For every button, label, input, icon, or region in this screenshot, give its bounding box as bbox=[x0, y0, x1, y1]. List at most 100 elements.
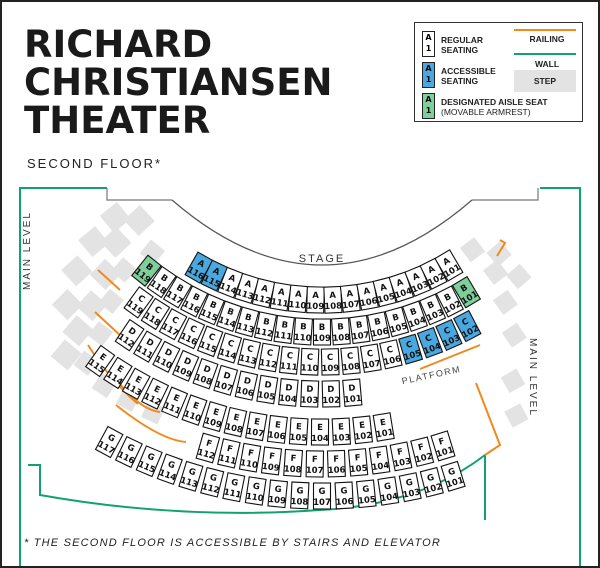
seat-G106[interactable]: G106 bbox=[334, 481, 354, 510]
seat-G111[interactable]: G111 bbox=[222, 472, 246, 503]
seat-E114[interactable]: E114 bbox=[103, 356, 133, 390]
seat-B103[interactable]: B103 bbox=[418, 293, 447, 326]
seat-D107[interactable]: D107 bbox=[213, 364, 239, 396]
seat-D109[interactable]: D109 bbox=[172, 349, 200, 382]
seat-G109[interactable]: G109 bbox=[267, 479, 289, 509]
seat-A101[interactable]: A101 bbox=[434, 249, 464, 282]
seat-E106[interactable]: E106 bbox=[266, 414, 288, 444]
seat-C106[interactable]: C106 bbox=[379, 339, 403, 370]
seat-E110[interactable]: E110 bbox=[181, 394, 208, 426]
seat-E102[interactable]: E102 bbox=[352, 415, 374, 445]
seat-C116[interactable]: C116 bbox=[177, 317, 206, 350]
seat-C111[interactable]: C111 bbox=[278, 345, 300, 375]
seat-E107[interactable]: E107 bbox=[245, 411, 268, 442]
seat-C104[interactable]: C104 bbox=[416, 326, 444, 359]
seat-A114[interactable]: A114 bbox=[217, 266, 244, 299]
seat-B102[interactable]: B102 bbox=[435, 285, 465, 318]
seat-C118[interactable]: C118 bbox=[140, 297, 171, 331]
seat-A110[interactable]: A110 bbox=[287, 284, 309, 314]
seat-B115[interactable]: B115 bbox=[197, 293, 226, 326]
seat-A109[interactable]: A109 bbox=[306, 286, 325, 314]
seat-D105[interactable]: D105 bbox=[256, 374, 279, 405]
seat-E108[interactable]: E108 bbox=[223, 406, 248, 438]
seat-F106[interactable]: F106 bbox=[326, 449, 346, 478]
seat-C115[interactable]: C115 bbox=[196, 325, 224, 358]
seat-A108[interactable]: A108 bbox=[323, 285, 343, 314]
seat-B111[interactable]: B111 bbox=[273, 314, 295, 345]
seat-D101[interactable]: D101 bbox=[342, 378, 363, 407]
seat-A116[interactable]: A116 bbox=[184, 251, 214, 284]
seat-B106[interactable]: B106 bbox=[366, 311, 391, 342]
seat-E101[interactable]: E101 bbox=[372, 412, 395, 442]
seat-E104[interactable]: E104 bbox=[310, 418, 330, 446]
seat-G105[interactable]: G105 bbox=[355, 479, 377, 509]
seat-G114[interactable]: G114 bbox=[156, 453, 183, 486]
seat-B109[interactable]: B109 bbox=[312, 318, 332, 346]
seat-B117[interactable]: B117 bbox=[162, 275, 193, 309]
seat-E113[interactable]: E113 bbox=[121, 367, 151, 401]
seat-C103[interactable]: C103 bbox=[435, 318, 463, 352]
seat-C107[interactable]: C107 bbox=[359, 343, 382, 373]
seat-A113[interactable]: A113 bbox=[234, 272, 260, 305]
seat-E105[interactable]: E105 bbox=[288, 417, 309, 446]
seat-B105[interactable]: B105 bbox=[384, 306, 410, 338]
seat-B114[interactable]: B114 bbox=[215, 300, 243, 332]
seat-B112[interactable]: B112 bbox=[253, 311, 278, 342]
seat-G104[interactable]: G104 bbox=[377, 476, 400, 506]
seat-D104[interactable]: D104 bbox=[278, 378, 299, 407]
seat-D108[interactable]: D108 bbox=[192, 357, 219, 390]
seat-E109[interactable]: E109 bbox=[202, 401, 228, 433]
seat-G103[interactable]: G103 bbox=[398, 472, 422, 503]
seat-F110[interactable]: F110 bbox=[238, 442, 262, 473]
seat-D102[interactable]: D102 bbox=[321, 380, 341, 408]
seat-C110[interactable]: C110 bbox=[300, 347, 320, 376]
seat-C112[interactable]: C112 bbox=[257, 342, 281, 373]
seat-D106[interactable]: D106 bbox=[234, 370, 259, 401]
seat-C105[interactable]: C105 bbox=[398, 333, 424, 365]
seat-E111[interactable]: E111 bbox=[161, 386, 189, 419]
seat-G115[interactable]: G115 bbox=[135, 445, 163, 478]
seat-B116[interactable]: B116 bbox=[179, 285, 209, 318]
seat-F109[interactable]: F109 bbox=[260, 446, 283, 476]
seat-F108[interactable]: F108 bbox=[283, 448, 304, 478]
seat-G101[interactable]: G101 bbox=[440, 460, 466, 492]
seat-B108[interactable]: B108 bbox=[330, 317, 351, 346]
seat-F103[interactable]: F103 bbox=[389, 441, 413, 472]
seat-A107[interactable]: A107 bbox=[339, 283, 361, 313]
seat-A115[interactable]: A115 bbox=[200, 259, 229, 292]
seat-C102[interactable]: C102 bbox=[452, 309, 482, 343]
seat-F101[interactable]: F101 bbox=[430, 430, 456, 462]
seat-F111[interactable]: F111 bbox=[217, 438, 241, 469]
seat-A111[interactable]: A111 bbox=[269, 281, 292, 312]
seat-F105[interactable]: F105 bbox=[347, 448, 369, 477]
seat-D110[interactable]: D110 bbox=[152, 340, 181, 373]
seat-G116[interactable]: G116 bbox=[114, 435, 143, 469]
seat-G110[interactable]: G110 bbox=[244, 476, 267, 506]
seat-D103[interactable]: D103 bbox=[300, 379, 320, 408]
seat-E103[interactable]: E103 bbox=[331, 417, 352, 446]
seat-D111[interactable]: D111 bbox=[133, 330, 163, 363]
seat-C113[interactable]: C113 bbox=[237, 338, 262, 369]
seat-F104[interactable]: F104 bbox=[368, 445, 391, 475]
seat-F112[interactable]: F112 bbox=[195, 432, 221, 464]
seat-G113[interactable]: G113 bbox=[178, 460, 204, 492]
seat-G102[interactable]: G102 bbox=[419, 466, 444, 498]
seat-A106[interactable]: A106 bbox=[356, 280, 379, 311]
seat-B107[interactable]: B107 bbox=[349, 314, 371, 345]
seat-B101[interactable]: B101 bbox=[451, 275, 482, 309]
seat-C114[interactable]: C114 bbox=[216, 332, 243, 364]
seat-C108[interactable]: C108 bbox=[340, 346, 361, 376]
seat-C117[interactable]: C117 bbox=[158, 307, 188, 341]
seat-B113[interactable]: B113 bbox=[234, 306, 260, 338]
seat-F102[interactable]: F102 bbox=[410, 436, 435, 468]
seat-F107[interactable]: F107 bbox=[305, 450, 325, 478]
seat-E112[interactable]: E112 bbox=[141, 377, 170, 410]
seat-G117[interactable]: G117 bbox=[94, 425, 124, 459]
seat-A112[interactable]: A112 bbox=[251, 277, 276, 309]
seat-B104[interactable]: B104 bbox=[401, 300, 429, 332]
seat-G107[interactable]: G107 bbox=[312, 482, 332, 510]
seat-G112[interactable]: G112 bbox=[200, 466, 225, 498]
seat-B110[interactable]: B110 bbox=[293, 317, 314, 346]
seat-G108[interactable]: G108 bbox=[290, 481, 310, 510]
seat-A103[interactable]: A103 bbox=[404, 265, 432, 297]
